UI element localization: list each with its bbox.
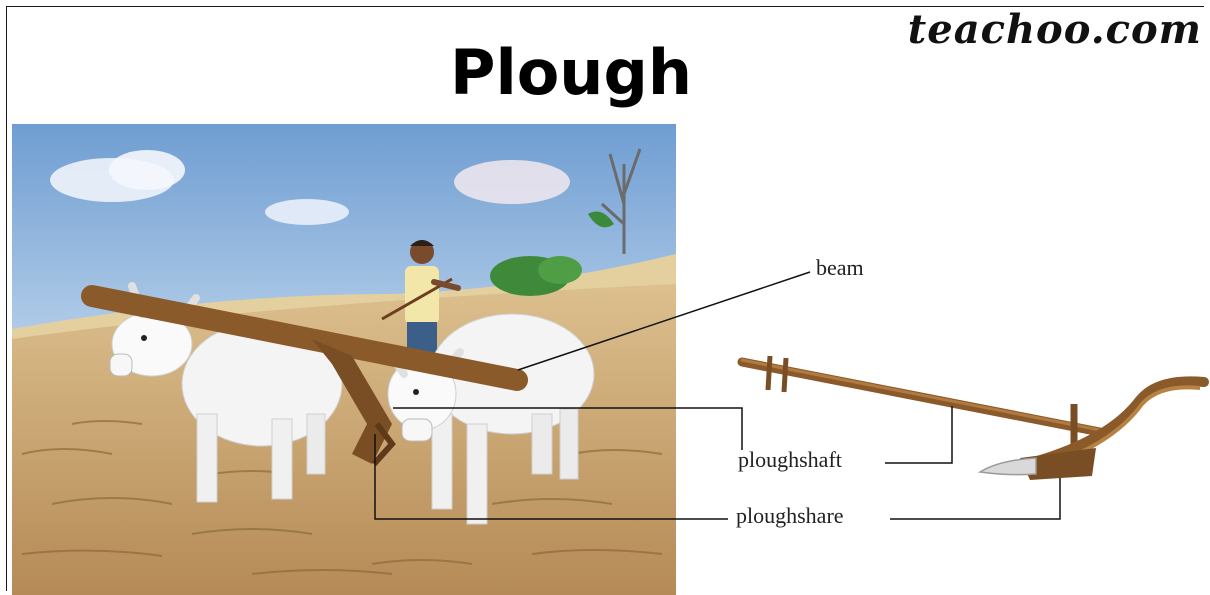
plough-beam (742, 362, 1100, 432)
beam-leader-line (518, 272, 810, 370)
beam-peg (784, 358, 786, 392)
ploughshare-tip (980, 458, 1036, 475)
ploughshare-leader-line-scene (375, 434, 728, 519)
beam-peg (768, 356, 770, 390)
ploughshaft-leader-line-scene (393, 408, 742, 450)
label-ploughshare: ploughshare (736, 503, 844, 529)
ploughshaft-leader-line (885, 406, 952, 463)
label-beam: beam (816, 255, 864, 281)
label-ploughshaft: ploughshaft (738, 447, 842, 473)
ploughshare-leader-line (890, 478, 1060, 519)
